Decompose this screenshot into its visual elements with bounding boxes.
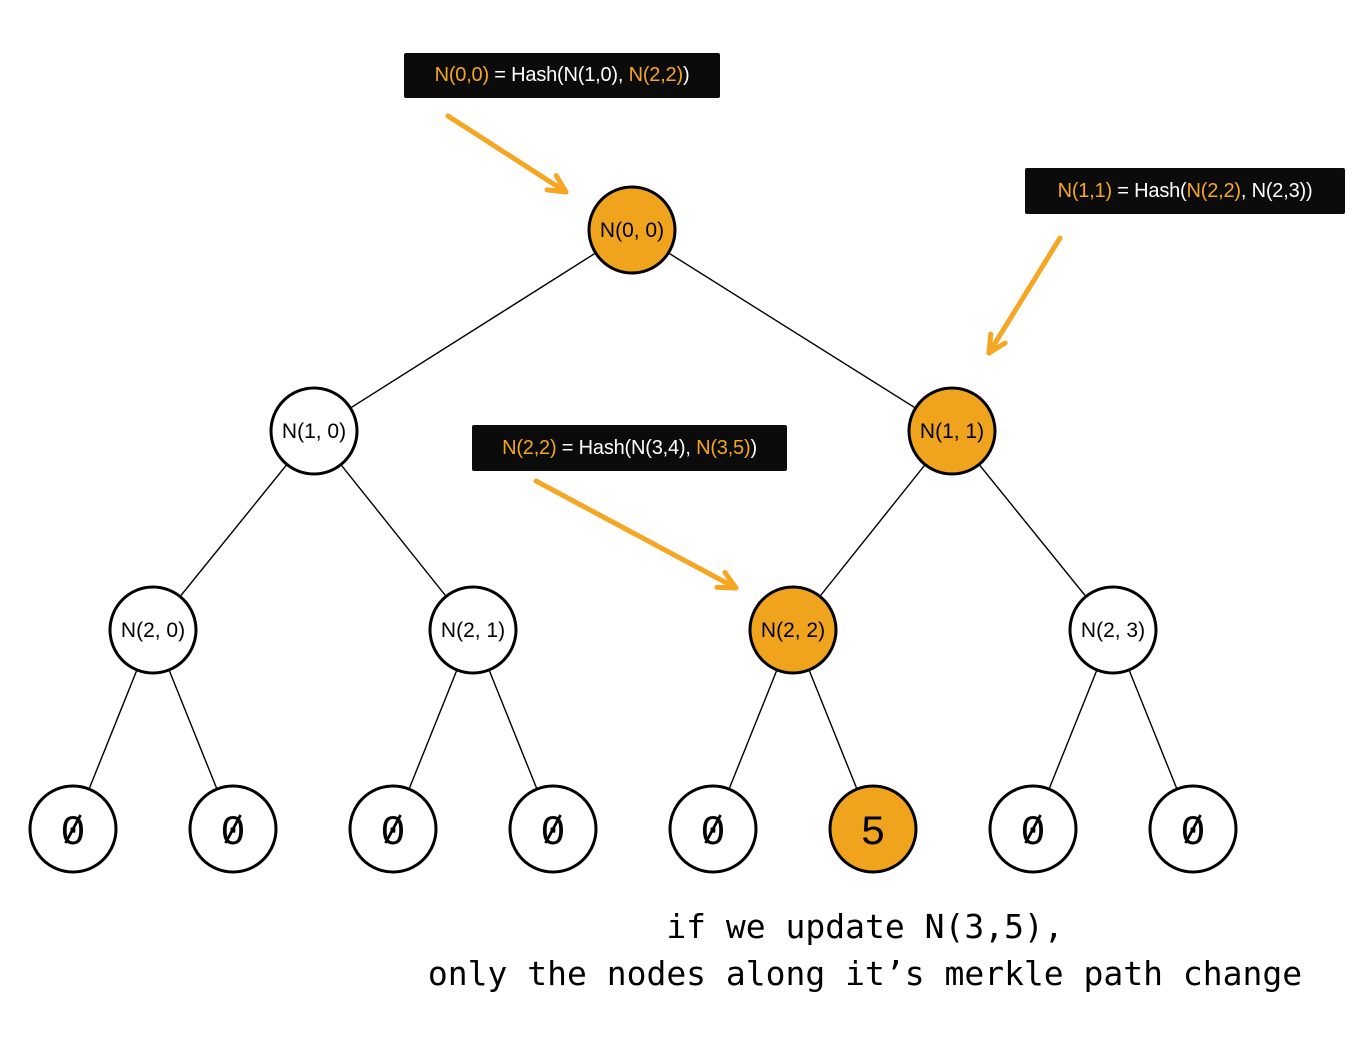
tree-edge (313, 229, 633, 432)
annotation-arrowhead (986, 331, 994, 356)
zero-slash (544, 814, 562, 844)
formula-text: , N(2,3)) (1240, 179, 1313, 202)
formula-label-n1-1: N(1,1) = Hash(N(2,2), N(2,3)) (1025, 168, 1345, 214)
node-label-n3-0: 0 (60, 809, 85, 857)
annotation-arrow (533, 478, 739, 591)
annotation-arrowhead (722, 570, 739, 591)
zero-slash (704, 814, 722, 844)
annotation-arrow (986, 235, 1063, 356)
tree-node-n1-1 (907, 386, 997, 476)
node-label-n3-7: 0 (1180, 809, 1205, 857)
formula-text: ) (682, 64, 690, 86)
annotation-arrowhead (544, 187, 569, 195)
annotation-arrowhead (714, 584, 739, 591)
formula-text: = Hash( (1111, 179, 1187, 202)
formula-text: = Hash(N(1,0), (488, 64, 629, 86)
tree-edge (631, 229, 953, 432)
zero-slash (384, 814, 402, 844)
formula-label-n2-2: N(2,2) = Hash(N(3,4), N(3,5)) (472, 425, 787, 471)
formula-text: ) (750, 436, 757, 459)
tree-node-n2-2 (748, 585, 838, 675)
node-label-n3-4: 0 (700, 809, 725, 857)
tree-node-n2-3 (1068, 585, 1158, 675)
formula-accent-text: N(0,0) (434, 64, 490, 86)
node-label-n3-5: 5 (860, 809, 885, 857)
annotation-arrowhead (986, 340, 1008, 356)
zero-slash (224, 814, 242, 844)
tree-node-n2-0 (108, 585, 198, 675)
zero-slash (1184, 814, 1202, 844)
node-label-n1-1: N(1, 1) (920, 420, 984, 443)
formula-text: = Hash(N(3,4), (556, 436, 697, 459)
node-label-n1-0: N(1, 0) (282, 420, 346, 443)
node-label-n2-2: N(2, 2) (761, 619, 825, 642)
formula-accent-text: N(3,5) (696, 436, 751, 459)
annotation-arrow (445, 113, 569, 195)
formula-accent-text: N(2,2) (628, 64, 684, 86)
node-label-n3-1: 0 (220, 809, 245, 857)
caption-line-2: only the nodes along it’s merkle path ch… (427, 954, 1303, 993)
zero-slash (1024, 814, 1042, 844)
annotation-arrowhead (553, 173, 569, 195)
leaf-node-n3-5 (828, 784, 918, 874)
node-label-n3-3: 0 (540, 809, 565, 857)
node-label-n0-0: N(0, 0) (600, 219, 664, 242)
zero-slash (64, 814, 82, 844)
tree-node-n0-0 (587, 185, 677, 275)
node-label-n2-1: N(2, 1) (441, 619, 505, 642)
formula-accent-text: N(2,2) (502, 436, 557, 459)
formula-accent-text: N(2,2) (1186, 179, 1242, 202)
caption-line-1: if we update N(3,5), (666, 907, 1064, 946)
formula-accent-text: N(1,1) (1057, 179, 1113, 202)
tree-node-n1-0 (269, 386, 359, 476)
formula-label-n0-0: N(0,0) = Hash(N(1,0), N(2,2)) (404, 53, 720, 98)
node-label-n2-0: N(2, 0) (121, 619, 185, 642)
node-label-n3-6: 0 (1020, 809, 1045, 857)
node-label-n3-2: 0 (380, 809, 405, 857)
node-label-n2-3: N(2, 3) (1081, 619, 1145, 642)
tree-node-n2-1 (428, 585, 518, 675)
caption: if we update N(3,5), only the nodes alon… (340, 903, 1366, 997)
